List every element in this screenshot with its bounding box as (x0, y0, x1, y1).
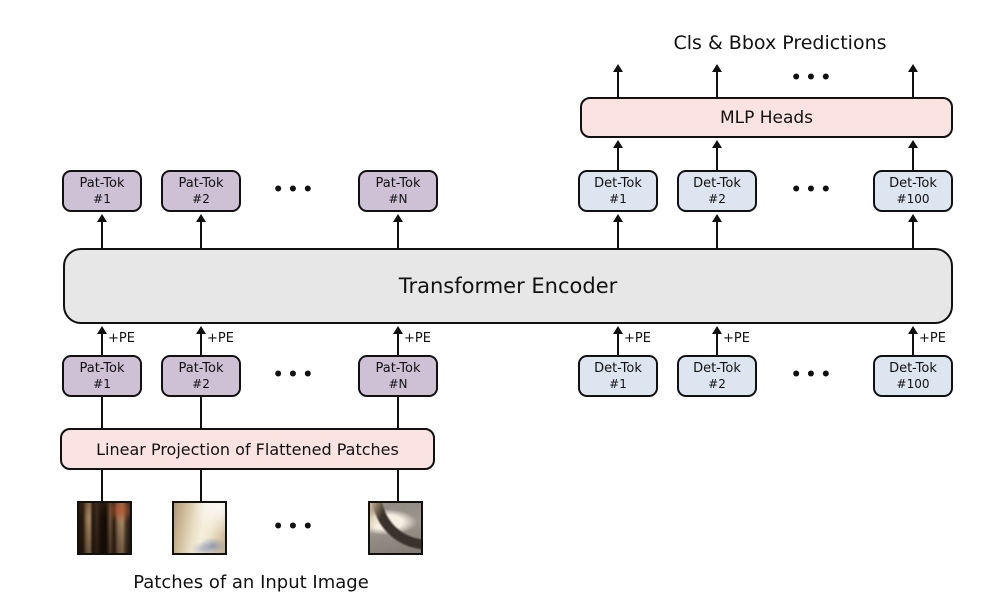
pe-label: +PE (404, 331, 431, 346)
token-index: #N (388, 376, 408, 391)
connector-line (101, 396, 103, 428)
pat-token-input-2: Pat-Tok #2 (161, 355, 241, 397)
pat-token-output-1: Pat-Tok #1 (62, 170, 142, 212)
token-label: Det-Tok (594, 361, 642, 377)
mlp-heads-label: MLP Heads (719, 107, 814, 128)
pat-token-output-2: Pat-Tok #2 (161, 170, 241, 212)
encoder-output-arrow (712, 214, 722, 248)
linear-projection-box: Linear Projection of Flattened Patches (60, 428, 435, 470)
det-token-input-1: Det-Tok #1 (578, 355, 658, 397)
token-input-arrow (196, 326, 206, 355)
pat-token-input-1: Pat-Tok #1 (62, 355, 142, 397)
pe-label: +PE (723, 331, 750, 346)
connector-line (200, 396, 202, 428)
ellipsis-icon: ••• (272, 365, 318, 385)
ellipsis-icon: ••• (790, 68, 836, 88)
token-label: Det-Tok (693, 176, 741, 192)
pe-label: +PE (919, 331, 946, 346)
token-input-arrow (97, 326, 107, 355)
ellipsis-icon: ••• (790, 365, 836, 385)
token-label: Pat-Tok (178, 361, 224, 377)
encoder-output-arrow (97, 214, 107, 248)
token-label: Det-Tok (889, 176, 937, 192)
pe-label: +PE (108, 331, 135, 346)
ellipsis-icon: ••• (272, 180, 318, 200)
det-token-output-100: Det-Tok #100 (873, 170, 953, 212)
token-index: #N (388, 191, 408, 206)
encoder-output-arrow (393, 214, 403, 248)
token-index: #2 (192, 376, 210, 391)
token-label: Det-Tok (594, 176, 642, 192)
token-label: Pat-Tok (178, 176, 224, 192)
transformer-encoder-box: Transformer Encoder (63, 248, 953, 324)
encoder-output-arrow (196, 214, 206, 248)
token-label: Pat-Tok (79, 361, 125, 377)
connector-line (101, 470, 103, 502)
token-index: #100 (896, 376, 930, 391)
token-index: #1 (93, 191, 111, 206)
token-label: Det-Tok (693, 361, 741, 377)
encoder-output-arrow (908, 214, 918, 248)
connector-line (397, 396, 399, 428)
token-label: Pat-Tok (375, 361, 421, 377)
image-patch-n (368, 501, 423, 555)
det-token-output-1: Det-Tok #1 (578, 170, 658, 212)
det-to-mlp-arrow (908, 140, 918, 170)
token-index: #1 (93, 376, 111, 391)
transformer-encoder-label: Transformer Encoder (398, 274, 618, 298)
token-index: #2 (708, 376, 726, 391)
token-index: #1 (609, 191, 627, 206)
pe-label: +PE (207, 331, 234, 346)
ellipsis-icon: ••• (790, 180, 836, 200)
connector-line (200, 470, 202, 502)
token-label: Pat-Tok (375, 176, 421, 192)
token-index: #2 (192, 191, 210, 206)
det-token-input-2: Det-Tok #2 (677, 355, 757, 397)
predictions-label: Cls & Bbox Predictions (673, 32, 887, 54)
pat-token-input-n: Pat-Tok #N (358, 355, 438, 397)
encoder-output-arrow (613, 214, 623, 248)
det-token-input-100: Det-Tok #100 (873, 355, 953, 397)
token-index: #100 (896, 191, 930, 206)
det-to-mlp-arrow (712, 140, 722, 170)
connector-line (397, 470, 399, 502)
ellipsis-icon: ••• (272, 517, 318, 537)
pat-token-output-n: Pat-Tok #N (358, 170, 438, 212)
pe-label: +PE (624, 331, 651, 346)
patches-caption: Patches of an Input Image (133, 572, 369, 593)
token-index: #1 (609, 376, 627, 391)
token-label: Pat-Tok (79, 176, 125, 192)
image-patch-2 (172, 501, 227, 555)
output-arrow (908, 64, 918, 97)
token-input-arrow (712, 326, 722, 355)
output-arrow (712, 64, 722, 97)
token-index: #2 (708, 191, 726, 206)
linear-projection-label: Linear Projection of Flattened Patches (96, 439, 399, 459)
image-patch-1 (77, 501, 132, 555)
token-input-arrow (393, 326, 403, 355)
mlp-heads-box: MLP Heads (580, 97, 953, 138)
token-input-arrow (908, 326, 918, 355)
det-token-output-2: Det-Tok #2 (677, 170, 757, 212)
token-input-arrow (613, 326, 623, 355)
output-arrow (613, 64, 623, 97)
token-label: Det-Tok (889, 361, 937, 377)
det-to-mlp-arrow (613, 140, 623, 170)
